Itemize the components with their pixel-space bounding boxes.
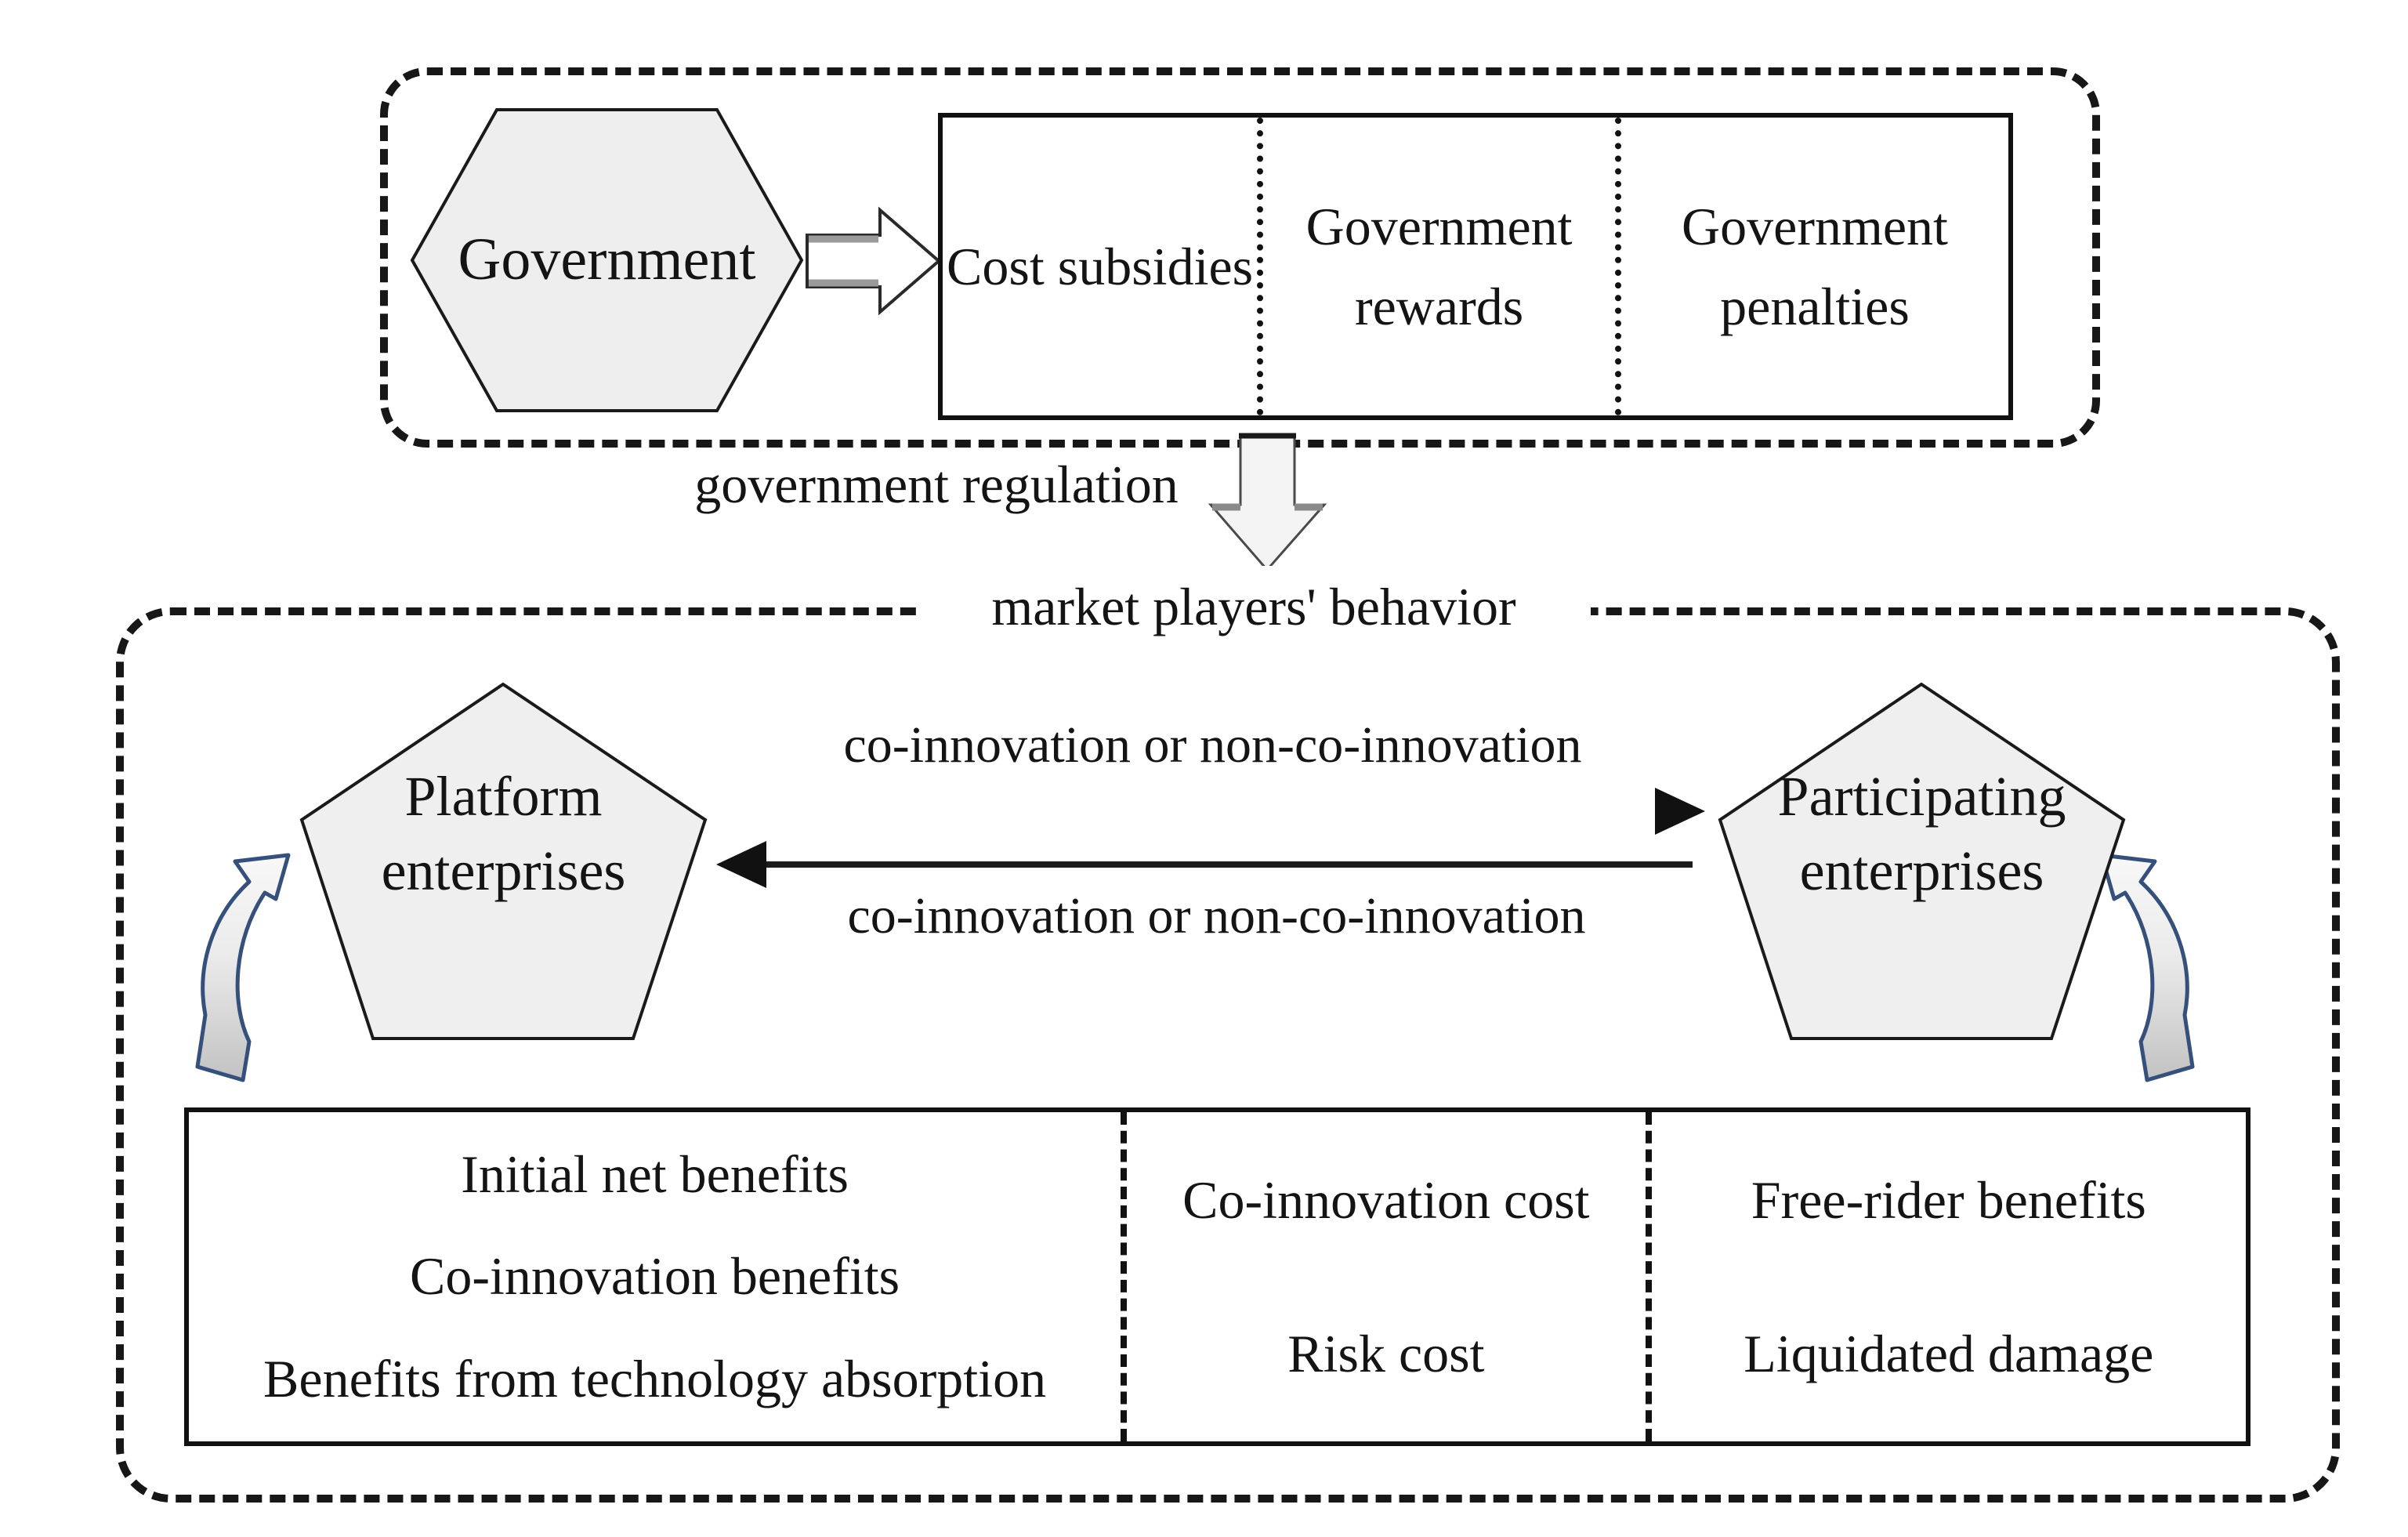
policy-item-government-penalties: Government penalties — [1614, 118, 2008, 415]
payoff-col-platform-benefits: Initial net benefits Co-innovation benef… — [189, 1112, 1121, 1441]
forward-arrow-label: co-innovation or non-co-innovation — [843, 716, 1582, 774]
payoff-col-costs: Co-innovation cost Risk cost — [1121, 1112, 1646, 1441]
platform-label-line2: enterprises — [381, 839, 626, 902]
payoff-initial-net-benefits: Initial net benefits — [461, 1144, 849, 1204]
pentagon-shape-icon — [1718, 682, 2126, 1040]
payoff-co-innovation-benefits: Co-innovation benefits — [410, 1246, 900, 1307]
participating-label-line1: Participating — [1777, 764, 2066, 828]
pentagon-shape-icon — [299, 682, 708, 1040]
platform-enterprises-pentagon: Platform enterprises — [298, 680, 709, 1042]
policy-item-government-rewards: Government rewards — [1257, 118, 1615, 415]
payoff-elements-box: Initial net benefits Co-innovation benef… — [184, 1107, 2250, 1446]
backward-arrow-label: co-innovation or non-co-innovation — [847, 887, 1586, 944]
payoff-risk-cost: Risk cost — [1287, 1323, 1485, 1383]
participating-label-line2: enterprises — [1799, 839, 2044, 902]
payoff-liquidated-damage: Liquidated damage — [1744, 1323, 2154, 1383]
payoff-free-rider-benefits: Free-rider benefits — [1751, 1169, 2146, 1230]
platform-label-line1: Platform — [404, 764, 603, 828]
government-hexagon: Government — [409, 107, 805, 414]
payoff-co-innovation-cost: Co-innovation cost — [1182, 1169, 1590, 1230]
payoff-col-free-riding: Free-rider benefits Liquidated damage — [1645, 1112, 2246, 1441]
hexagon-shape-icon — [410, 108, 804, 412]
participating-enterprises-label: Participating enterprises — [1716, 759, 2127, 963]
market-players-behavior-label: market players' behavior — [917, 566, 1591, 648]
policy-instruments-box: Cost subsidies Government rewards Govern… — [938, 113, 2013, 420]
government-regulation-label: government regulation — [694, 455, 1179, 514]
platform-enterprises-label: Platform enterprises — [298, 759, 709, 963]
payoff-technology-absorption-benefits: Benefits from technology absorption — [263, 1349, 1047, 1409]
participating-enterprises-pentagon: Participating enterprises — [1716, 680, 2127, 1042]
policy-item-cost-subsidies: Cost subsidies — [947, 237, 1254, 296]
government-hexagon-label: Government — [458, 227, 756, 293]
